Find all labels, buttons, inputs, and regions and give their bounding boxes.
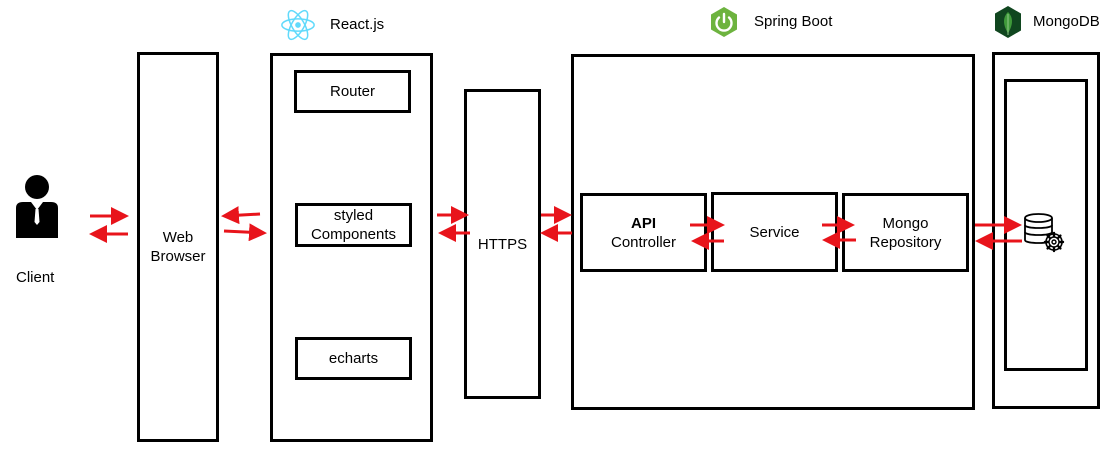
- echarts-box: echarts: [295, 337, 412, 380]
- mongo-repository-box: Mongo Repository: [842, 193, 969, 272]
- https-label: HTTPS: [477, 235, 528, 253]
- service-box: Service: [711, 192, 838, 272]
- client-label: Client: [16, 269, 55, 286]
- repo-label-line2: Repository: [869, 233, 942, 251]
- styled-label-line1: styled: [333, 207, 374, 224]
- service-label: Service: [749, 223, 800, 241]
- web-browser-label-line2: Browser: [150, 248, 206, 265]
- database-gear-icon: [1024, 213, 1065, 253]
- spring-boot-header: Spring Boot: [754, 13, 833, 30]
- echarts-label: echarts: [328, 350, 379, 367]
- styled-components-box: styled Components: [295, 203, 412, 247]
- react-header: React.js: [330, 16, 385, 33]
- arrow-browser-to-react: [223, 223, 267, 242]
- styled-label-line2: Components: [310, 226, 397, 243]
- api-label-line1: API: [630, 214, 656, 232]
- web-browser-label-line1: Web: [162, 229, 194, 246]
- repo-label-line1: Mongo: [882, 214, 929, 232]
- react-logo-icon: [281, 9, 315, 41]
- https-box: HTTPS: [464, 89, 541, 399]
- router-label: Router: [329, 83, 376, 100]
- arrow-react-to-browser: [221, 206, 261, 225]
- person-icon: [16, 175, 58, 238]
- spring-power-icon: [711, 7, 737, 37]
- router-box: Router: [294, 70, 411, 113]
- api-controller-box: API Controller: [580, 193, 707, 272]
- web-browser-box: Web Browser: [137, 52, 219, 442]
- mongodb-leaf-icon: [995, 6, 1021, 38]
- mongodb-header: MongoDB: [1033, 13, 1100, 30]
- api-label-line2: Controller: [610, 233, 677, 251]
